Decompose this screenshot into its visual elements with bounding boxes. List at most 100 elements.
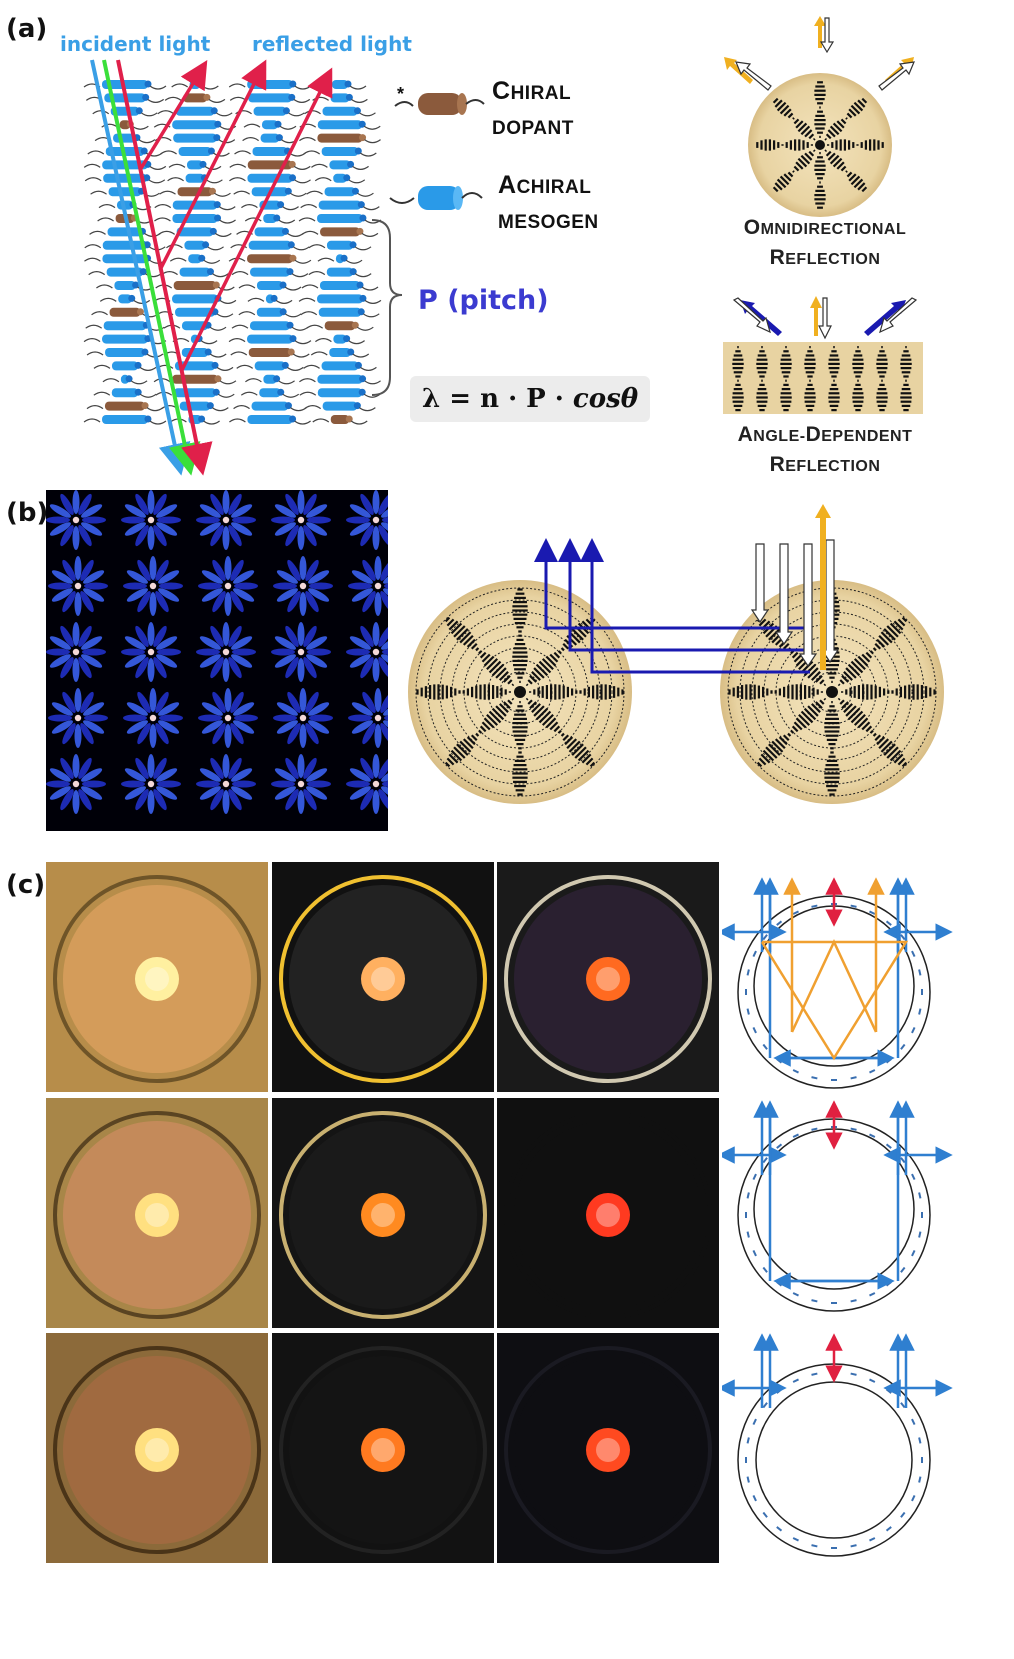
shell-mesogen xyxy=(792,1133,799,1138)
helix-tail xyxy=(242,137,259,142)
asterisk: * xyxy=(397,84,405,104)
flower-center xyxy=(299,714,307,722)
flower xyxy=(196,754,256,814)
helix-tail xyxy=(315,338,332,343)
flower xyxy=(273,688,333,748)
molecule-end xyxy=(273,214,281,222)
helix-tail xyxy=(294,420,311,425)
angle-stack-bar xyxy=(780,396,792,399)
mesogen-molecule xyxy=(247,415,293,424)
shell-mesogen xyxy=(811,1127,818,1131)
flower-center xyxy=(222,780,230,788)
helix-tail xyxy=(245,378,262,383)
angle-stack-bar xyxy=(733,371,743,374)
helix-tail xyxy=(284,313,302,318)
helix-tail xyxy=(99,297,117,302)
molecule-end xyxy=(214,120,222,128)
flower-center xyxy=(74,582,82,590)
angle-stack-bar xyxy=(855,409,861,412)
shell-mesogen xyxy=(762,1266,768,1273)
mesogen-molecule xyxy=(321,147,359,156)
helix-columns xyxy=(83,80,382,425)
flower-center xyxy=(74,714,82,722)
angle-stack-bar xyxy=(852,358,864,361)
angle-stack-bar xyxy=(877,354,887,357)
molecule-end xyxy=(275,134,283,142)
flower-center xyxy=(372,648,380,656)
angle-stack-bar xyxy=(829,388,839,391)
mesogen-molecule xyxy=(114,281,136,290)
angle-stack-bar xyxy=(756,400,768,403)
helix-tail xyxy=(219,380,237,385)
flower-center xyxy=(297,780,305,788)
angle-stack-bar xyxy=(879,383,885,386)
shell-mesogen xyxy=(911,1250,916,1257)
orange-path xyxy=(760,940,909,1061)
mesogen-molecule xyxy=(318,307,362,317)
inner-shell xyxy=(755,1381,913,1539)
schematic-shells xyxy=(722,877,953,1557)
helix-tail xyxy=(282,206,299,211)
molecule-end xyxy=(212,281,220,289)
shell-mesogen xyxy=(752,1250,757,1257)
angle-stack-bar xyxy=(876,358,888,361)
mesogen-molecule xyxy=(186,160,204,170)
angle-stack-bar xyxy=(852,396,864,399)
angle-stack-bar xyxy=(855,350,861,353)
molecule-end xyxy=(351,321,359,329)
molecule-end xyxy=(125,375,133,383)
helix-tail xyxy=(284,286,302,291)
angle-stack-bar xyxy=(903,375,909,378)
angle-stack-bar xyxy=(781,371,791,374)
angle-stack-bar xyxy=(828,400,840,403)
flower xyxy=(121,754,181,814)
helix-tail xyxy=(299,391,317,396)
flower-center xyxy=(149,582,157,590)
angle-stack-bar xyxy=(732,400,744,403)
shell-mesogen xyxy=(885,1058,892,1064)
angle-stack-bar xyxy=(881,346,883,349)
omni-spoke xyxy=(814,152,826,209)
omni-spoke xyxy=(772,149,816,193)
mesogen-molecule xyxy=(172,214,218,223)
molecule-end xyxy=(286,321,294,329)
angle-stack-bar xyxy=(737,346,739,349)
angle-stack-bar xyxy=(903,409,909,412)
angle-stack-bar xyxy=(900,392,912,395)
helix-tail xyxy=(168,163,186,168)
mesogen-molecule xyxy=(254,361,286,371)
angle-stack-bar xyxy=(757,388,767,391)
mesogen-molecule xyxy=(106,267,144,277)
molecule-end xyxy=(286,268,294,276)
mesogen-molecule xyxy=(250,267,290,277)
molecule-end xyxy=(279,281,287,289)
angle-stack-bar xyxy=(901,404,911,407)
shell-mesogen xyxy=(921,989,923,995)
mesogen-molecule xyxy=(248,240,292,250)
helix-tail xyxy=(206,179,223,184)
spoke xyxy=(528,684,624,700)
panel-a-label: (a) xyxy=(6,14,48,44)
shell-mesogen xyxy=(745,989,747,995)
angle-stack-bar xyxy=(735,350,741,353)
flower xyxy=(121,490,181,550)
angle-stack-bar xyxy=(831,375,837,378)
molecule-end xyxy=(357,201,365,209)
shell-mesogen xyxy=(850,1299,857,1303)
shell-mesogen xyxy=(792,1069,799,1074)
mesogen-molecule xyxy=(185,173,205,183)
mesogen-molecule xyxy=(179,401,211,411)
angle-stack-bar xyxy=(732,358,744,361)
helix-tail xyxy=(219,219,236,224)
shell-mesogen xyxy=(746,1437,750,1444)
helix-tail xyxy=(299,137,316,142)
angle-stack-bar xyxy=(833,379,835,382)
helix-tail xyxy=(361,232,379,237)
outer-shell xyxy=(737,1363,931,1557)
helix-tail xyxy=(208,98,226,103)
spoke xyxy=(824,701,840,796)
angle-stack-bar xyxy=(735,383,741,386)
angle-stack-bar xyxy=(903,383,909,386)
helix-tail xyxy=(214,232,232,237)
mesogen-molecule xyxy=(175,307,215,317)
